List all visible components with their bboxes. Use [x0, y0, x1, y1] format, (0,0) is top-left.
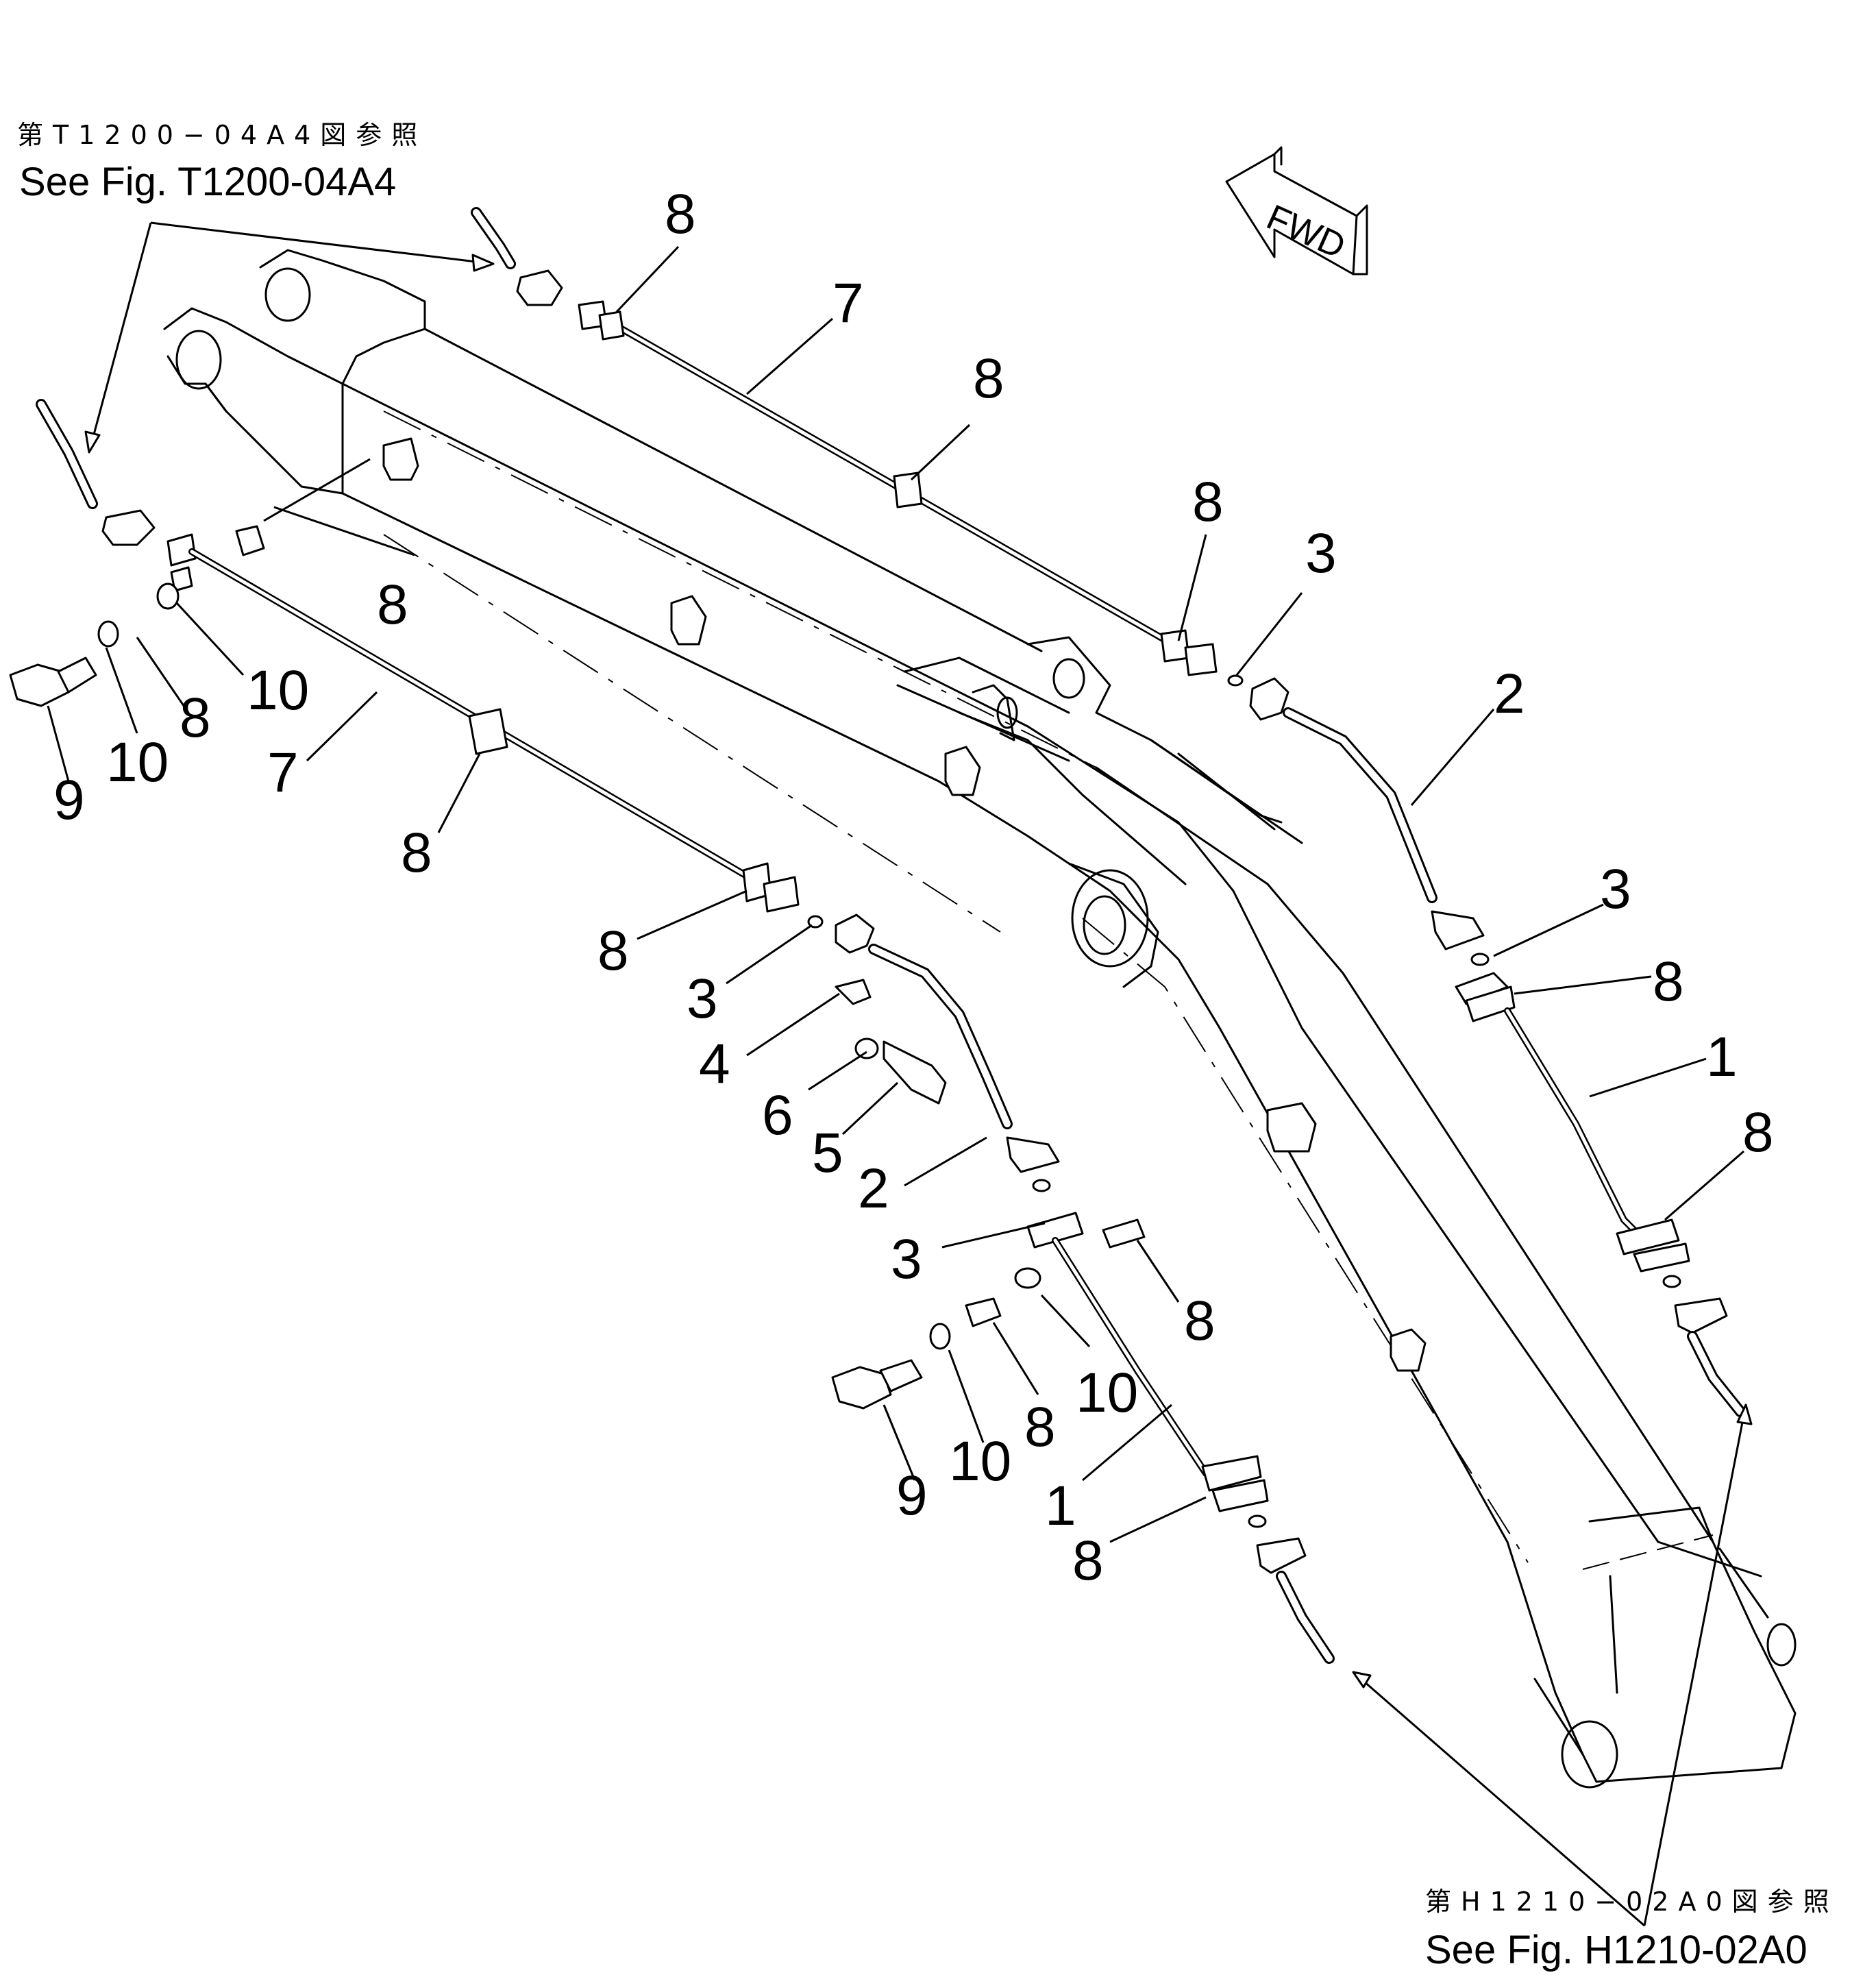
callout-8: 8	[1653, 950, 1684, 1013]
callout-6: 6	[762, 1084, 793, 1146]
forward-direction-arrow: FWD	[1225, 146, 1368, 275]
callout-1: 1	[1706, 1026, 1738, 1088]
callout-5: 5	[812, 1122, 843, 1184]
callout-3: 3	[687, 968, 718, 1030]
callout-1: 1	[1045, 1475, 1076, 1537]
reference-top-left-en: See Fig. T1200-04A4	[19, 160, 396, 204]
callout-8: 8	[1072, 1530, 1104, 1592]
callout-8: 8	[973, 347, 1004, 410]
callout-8: 8	[401, 822, 432, 884]
upper-pipe-assembly	[471, 207, 1746, 1417]
callout-8: 8	[377, 574, 408, 636]
callout-10: 10	[1076, 1362, 1138, 1424]
callout-4: 4	[699, 1033, 730, 1095]
callout-10: 10	[106, 731, 169, 794]
boom-body	[163, 249, 1797, 1789]
callout-8: 8	[180, 687, 211, 749]
callout-8: 8	[665, 183, 696, 245]
callout-9: 9	[896, 1464, 928, 1527]
callout-8: 8	[1184, 1290, 1215, 1352]
reference-bottom-right-jp: 第H1210−02A0図参照	[1425, 1887, 1839, 1917]
callout-10: 10	[247, 659, 309, 722]
callout-8: 8	[1024, 1396, 1056, 1458]
callout-3: 3	[1600, 858, 1631, 920]
reference-top-left-jp: 第T1200−04A4図参照	[17, 120, 427, 150]
reference-arrows	[84, 221, 1753, 1927]
callout-7: 7	[267, 741, 299, 804]
callout-8: 8	[1742, 1101, 1774, 1164]
callout-3: 3	[891, 1228, 922, 1290]
callout-2: 2	[858, 1157, 889, 1220]
callout-8: 8	[1192, 471, 1224, 533]
reference-top-left: 第T1200−04A4図参照 See Fig. T1200-04A4	[17, 120, 427, 204]
callout-7: 7	[832, 272, 864, 334]
callout-9: 9	[53, 769, 85, 831]
lower-pipe-assembly	[9, 399, 1335, 1664]
callout-numbers: 8 7 8 8 3 2 8 10 8 10 9 7 8 8 3 4 6 5 2 …	[53, 183, 1774, 1592]
reference-bottom-right-en: See Fig. H1210-02A0	[1425, 1928, 1807, 1972]
callout-leaders	[47, 245, 1744, 1543]
callout-2: 2	[1494, 663, 1525, 725]
reference-bottom-right: 第H1210−02A0図参照 See Fig. H1210-02A0	[1425, 1887, 1839, 1972]
callout-8: 8	[597, 920, 629, 982]
callout-10: 10	[949, 1430, 1011, 1493]
callout-3: 3	[1305, 522, 1337, 585]
